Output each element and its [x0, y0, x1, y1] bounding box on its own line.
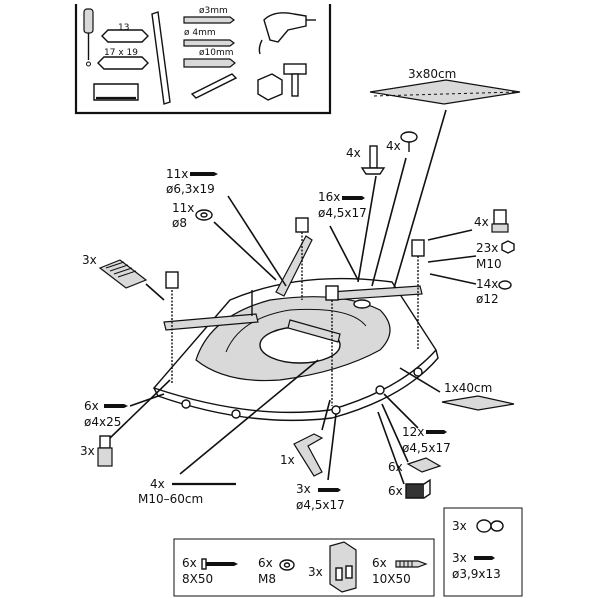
drill-3mm-label: ø3mm — [199, 6, 228, 16]
screw-4-5-right-size: ø4,5x17 — [402, 441, 451, 455]
drill-4mm-label: ø 4mm — [184, 28, 216, 38]
grip-plate-qty: 3x — [82, 253, 97, 267]
screw-6-3x19-part: 11x ø6,3x19 — [166, 167, 218, 196]
screw-4-5-bottom-size: ø4,5x17 — [296, 498, 345, 512]
small-screws-size: ø3,9x13 — [452, 567, 501, 581]
washer-8-qty: 11x — [172, 201, 194, 215]
nut-m10-part: 23x M10 — [476, 240, 515, 271]
level-icon — [151, 11, 171, 105]
bolt-part: 4x — [346, 145, 386, 175]
washer-12-qty: 14x — [476, 277, 498, 291]
screw-6-3-qty: 11x — [166, 167, 188, 181]
screw-4-5-top-size: ø4,5x17 — [318, 206, 367, 220]
bottom-washer-size: M8 — [258, 572, 276, 586]
leg-qty: 4x — [474, 215, 489, 229]
pointer-lines — [109, 109, 477, 485]
screw-4-5-right-qty: 12x — [402, 425, 424, 439]
wall-mount-kit-panel: 6x 8X50 6x M8 3x 6x 10X50 — [173, 538, 435, 597]
support-rails — [163, 235, 423, 343]
bottom-screw-size: 8X50 — [182, 572, 213, 586]
nut-m10-size: M10 — [476, 257, 502, 271]
drill-bits-icon: ø3mm ø 4mm ø10mm — [183, 6, 238, 99]
screw-6-3-size: ø6,3x19 — [166, 182, 215, 196]
screw-4-5-top-qty: 16x — [318, 190, 340, 204]
hammer-icon — [283, 63, 307, 97]
small-screws-qty: 3x — [452, 551, 467, 565]
hacksaw-icon — [93, 83, 139, 101]
clip-b-qty: 6x — [388, 484, 403, 498]
rod-size: M10–60cm — [138, 492, 203, 506]
bottom-anchor-qty: 6x — [372, 556, 387, 570]
screw-4-5x17-right-part: 12x ø4,5x17 — [402, 425, 451, 455]
adjustable-leg-part: 4x — [474, 209, 509, 233]
clip-b-part: 6x — [388, 478, 431, 499]
bit-box-icon — [257, 73, 283, 101]
bottom-washer-qty: 6x — [258, 556, 273, 570]
cap-qty: 4x — [386, 139, 401, 153]
foot-qty: 3x — [80, 444, 95, 458]
electric-drill-icon — [258, 12, 316, 55]
bathtub-frame — [152, 277, 439, 422]
screw-4x25-qty: 6x — [84, 399, 99, 413]
rail-80cm-label: 3x80cm — [408, 67, 456, 81]
tools-panel: 13 17 x 19 ø3mm ø 4mm ø10mm — [74, 4, 332, 115]
screw-4x25-size: ø4x25 — [84, 415, 121, 429]
cap-part: 4x — [386, 131, 418, 153]
washer-12-part: 14x ø12 — [476, 277, 512, 306]
screw-4-5-bottom-qty: 3x — [296, 482, 311, 496]
screwdriver-icon — [83, 8, 94, 67]
wrench-17x19-icon: 17 x 19 — [97, 48, 149, 70]
threaded-rod-part: 4x M10–60cm — [138, 477, 236, 506]
screw-4x25-part: 6x ø4x25 — [84, 399, 128, 429]
wrench-13-label: 13 — [118, 23, 129, 33]
wrench-17x19-label: 17 x 19 — [104, 48, 138, 58]
drill-10mm-label: ø10mm — [199, 48, 234, 58]
washer-8-size: ø8 — [172, 216, 187, 230]
caps-screws-panel: 3x 3x ø3,9x13 — [443, 507, 523, 597]
bracket-part: 1x — [280, 433, 324, 477]
washer-8-part: 11x ø8 — [172, 201, 213, 230]
bottom-anchor-size: 10X50 — [372, 572, 411, 586]
screw-4-5x17-top-part: 16x ø4,5x17 — [318, 190, 367, 220]
rod-qty: 4x — [150, 477, 165, 491]
bolt-qty: 4x — [346, 146, 361, 160]
rail-40cm-label: 1x40cm — [444, 381, 492, 395]
threaded-legs — [165, 217, 425, 406]
foot-part: 3x — [80, 435, 113, 467]
wrench-13-icon: 13 — [101, 23, 149, 43]
screw-4-5x17-bottom-part: 3x ø4,5x17 — [296, 482, 345, 512]
caps-qty: 3x — [452, 519, 467, 533]
bottom-bracket-qty: 3x — [308, 565, 323, 579]
grip-plate-part: 3x — [82, 253, 148, 289]
bottom-screw-qty: 6x — [182, 556, 197, 570]
nut-m10-qty: 23x — [476, 241, 498, 255]
rail-80cm-part: 3x80cm — [369, 67, 521, 105]
bracket-qty: 1x — [280, 453, 295, 467]
rail-40cm-part: 1x40cm — [441, 381, 515, 411]
washer-12-size: ø12 — [476, 292, 499, 306]
